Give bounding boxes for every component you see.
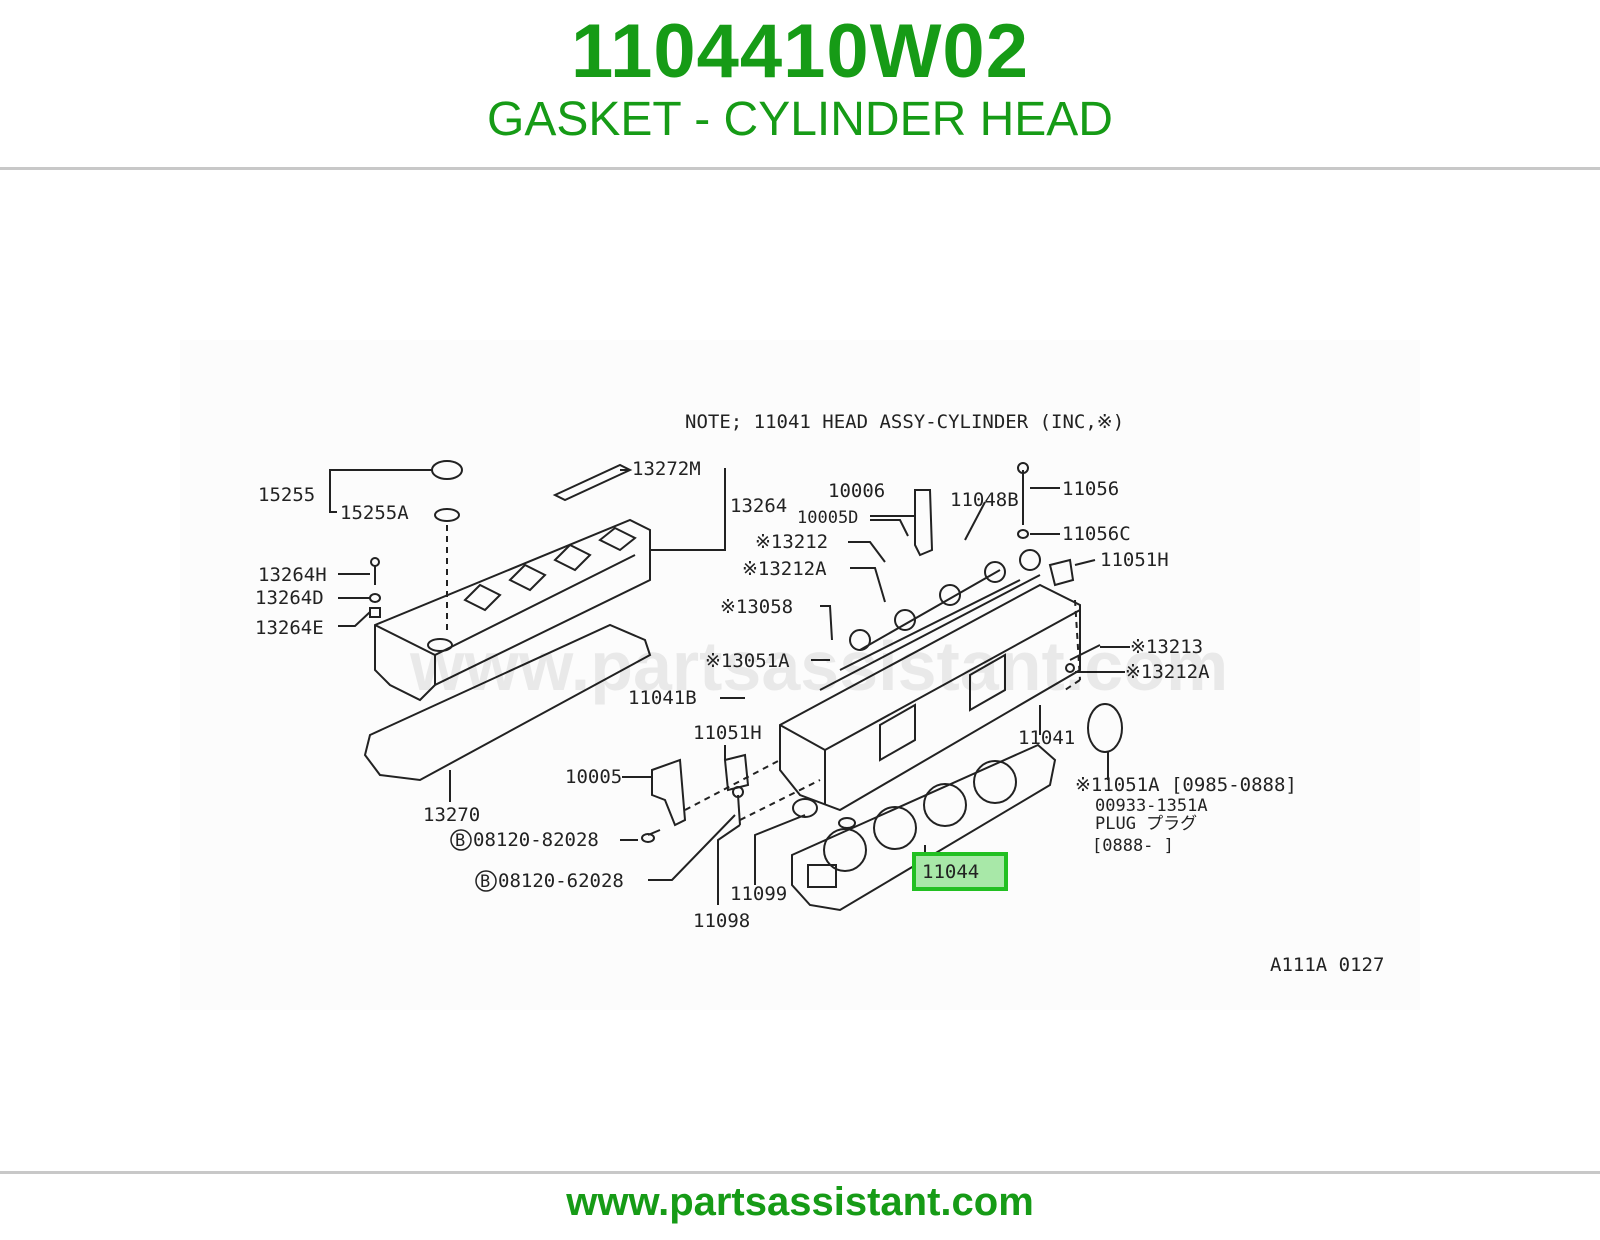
callout-00933-1351a[interactable]: 00933-1351A — [1095, 796, 1208, 816]
callout-10005d[interactable]: 10005D — [797, 508, 858, 528]
callout-11051h-left[interactable]: 11051H — [693, 722, 762, 744]
parts-diagram: www.partsassistant.com NOTE; 11041 HEAD … — [180, 340, 1420, 1010]
highlighted-part-11044[interactable]: 11044 — [912, 852, 1008, 891]
callout-11051a[interactable]: ※11051A [0985-0888] — [1075, 774, 1297, 796]
callout-13212[interactable]: ※13212 — [755, 531, 828, 553]
callout-13270[interactable]: 13270 — [423, 804, 480, 826]
callout-11041[interactable]: 11041 — [1018, 727, 1075, 749]
parts-diagram-svg: www.partsassistant.com NOTE; 11041 HEAD … — [255, 411, 1384, 976]
figure-code: A111A 0127 — [1270, 954, 1384, 976]
callout-10006[interactable]: 10006 — [828, 480, 885, 502]
callout-13272m[interactable]: 13272M — [632, 458, 701, 480]
callout-13264d[interactable]: 13264D — [255, 587, 324, 609]
callout-11048b[interactable]: 11048B — [950, 489, 1019, 511]
callout-13264e[interactable]: 13264E — [255, 617, 324, 639]
rocker-decal-drawing — [552, 463, 633, 502]
footer-website-link[interactable]: www.partsassistant.com — [566, 1180, 1034, 1224]
part-number-title: 1104410W02 — [571, 9, 1029, 94]
highlight-box — [912, 852, 1008, 891]
callout-13264h[interactable]: 13264H — [258, 564, 327, 586]
callout-11056c[interactable]: 11056C — [1062, 523, 1131, 545]
part-name-subtitle: GASKET - CYLINDER HEAD — [487, 93, 1113, 146]
callout-11044[interactable]: 11044 — [922, 861, 979, 883]
callout-08120-62028-group[interactable]: B 08120-62028 — [475, 870, 624, 892]
callout-15255[interactable]: 15255 — [258, 484, 315, 506]
watermark-text: www.partsassistant.com — [409, 627, 1228, 705]
callout-10005[interactable]: 10005 — [565, 766, 622, 788]
callout-08120-62028[interactable]: 08120-62028 — [498, 870, 624, 892]
callout-13058[interactable]: ※13058 — [720, 596, 793, 618]
header-divider — [0, 167, 1600, 170]
plug-date-range: [0888- ] — [1092, 836, 1174, 856]
bolt-symbol-b-1: B — [455, 831, 465, 851]
callout-13213[interactable]: ※13213 — [1130, 636, 1203, 658]
callout-15255a[interactable]: 15255A — [340, 502, 409, 524]
valve-cover-gasket-drawing — [363, 623, 652, 782]
callout-13051a[interactable]: ※13051A — [705, 650, 790, 672]
callout-11098[interactable]: 11098 — [693, 910, 750, 932]
callout-11041b[interactable]: 11041B — [628, 687, 697, 709]
plug-label: PLUG プラグ — [1095, 814, 1197, 834]
callout-11099[interactable]: 11099 — [730, 883, 787, 905]
footer-divider — [0, 1171, 1600, 1174]
callout-13264[interactable]: 13264 — [730, 495, 787, 517]
callout-11056[interactable]: 11056 — [1062, 478, 1119, 500]
head-gasket-drawing — [791, 743, 1057, 912]
callout-11051h-top[interactable]: 11051H — [1100, 549, 1169, 571]
callout-13212a[interactable]: ※13212A — [742, 558, 827, 580]
diagram-note: NOTE; 11041 HEAD ASSY-CYLINDER (INC,※) — [685, 411, 1124, 433]
cylinder-head-drawing — [779, 583, 1081, 812]
callout-08120-82028-group[interactable]: B 08120-82028 — [450, 829, 599, 851]
bolt-symbol-b-2: B — [480, 872, 490, 892]
page-header: 1104410W02 GASKET - CYLINDER HEAD — [0, 0, 1600, 168]
callout-13212a-right[interactable]: ※13212A — [1125, 661, 1210, 683]
callout-08120-82028[interactable]: 08120-82028 — [473, 829, 599, 851]
oil-cap-drawing — [431, 460, 463, 480]
